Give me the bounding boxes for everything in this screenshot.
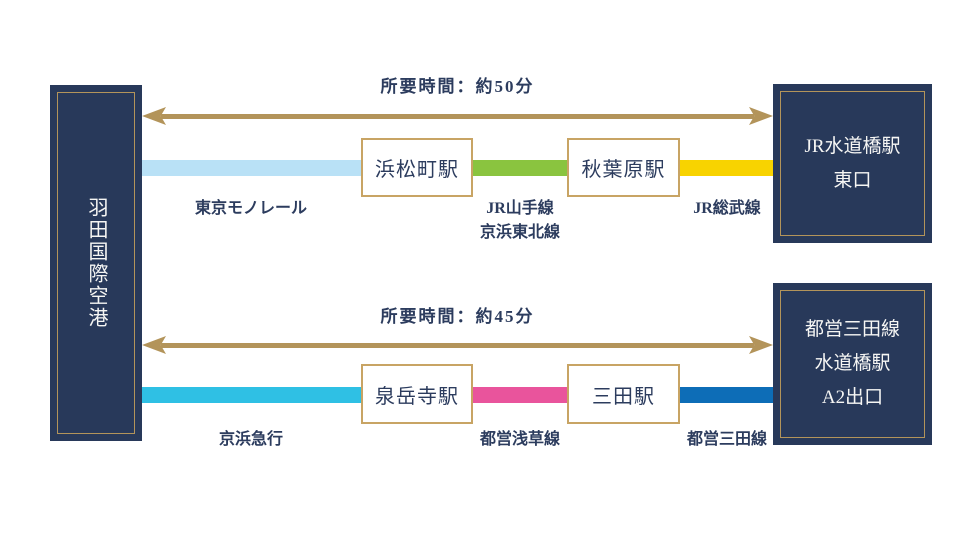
segment-tokyo-monorail — [142, 160, 361, 176]
station-box-mita: 三田駅 — [567, 364, 680, 424]
segment-toei-asakusa — [473, 387, 567, 403]
destination-box-jr-suidobashi: JR水道橋駅 東口 — [773, 84, 932, 243]
destination-line3: A2出口 — [821, 387, 884, 408]
origin-box: 羽田国際空港 — [50, 85, 142, 441]
station-label: 泉岳寺駅 — [375, 385, 459, 408]
segment-keihin-kyuko — [142, 387, 361, 403]
station-label: 秋葉原駅 — [581, 159, 666, 181]
segment-toei-mita — [680, 387, 773, 403]
destination-label: 都営三田線 水道橋駅 A2出口 — [805, 313, 900, 415]
route-jr-duration-label: 所要時間：約50分 — [380, 77, 535, 96]
station-label: 浜松町駅 — [375, 159, 459, 181]
line-label-tokyo-monorail: 東京モノレール — [194, 200, 308, 217]
route-jr-duration-arrow — [142, 107, 773, 125]
origin-box-border: 羽田国際空港 — [57, 92, 135, 434]
station-box-akihabara: 秋葉原駅 — [567, 138, 680, 197]
station-label: 三田駅 — [592, 385, 655, 408]
line-label-toei-mita: 都営三田線 — [686, 431, 768, 448]
destination-line2: 水道橋駅 — [814, 353, 891, 374]
line-label-keihin-kyuko: 京浜急行 — [218, 431, 284, 448]
arrow-shaft — [161, 113, 754, 119]
route-toei-duration-label: 所要時間：約45分 — [380, 307, 535, 326]
line-label-toei-asakusa: 都営浅草線 — [479, 431, 561, 448]
destination-box-border: 都営三田線 水道橋駅 A2出口 — [780, 290, 925, 438]
destination-box-border: JR水道橋駅 東口 — [780, 91, 925, 236]
segment-jr-yamanote-keihintohoku — [473, 160, 567, 176]
line-label-line2: 京浜東北線 — [479, 224, 561, 241]
station-box-sengakuji: 泉岳寺駅 — [361, 364, 473, 424]
destination-line2: 東口 — [833, 169, 872, 191]
route-toei-duration-arrow — [142, 336, 773, 354]
segment-jr-sobu — [680, 160, 773, 176]
line-label-jr-sobu: JR総武線 — [693, 200, 761, 217]
line-label-line1: JR山手線 — [486, 200, 554, 217]
destination-line1: 都営三田線 — [804, 319, 900, 340]
arrow-shaft — [161, 342, 754, 348]
destination-box-toei-suidobashi: 都営三田線 水道橋駅 A2出口 — [773, 283, 932, 445]
destination-line1: JR水道橋駅 — [804, 135, 901, 157]
line-label-jr-yamanote-keihintohoku: JR山手線 京浜東北線 — [480, 197, 560, 245]
station-box-hamamatsucho: 浜松町駅 — [361, 138, 473, 197]
destination-label: JR水道橋駅 東口 — [804, 130, 900, 198]
origin-label: 羽田国際空港 — [85, 197, 107, 329]
